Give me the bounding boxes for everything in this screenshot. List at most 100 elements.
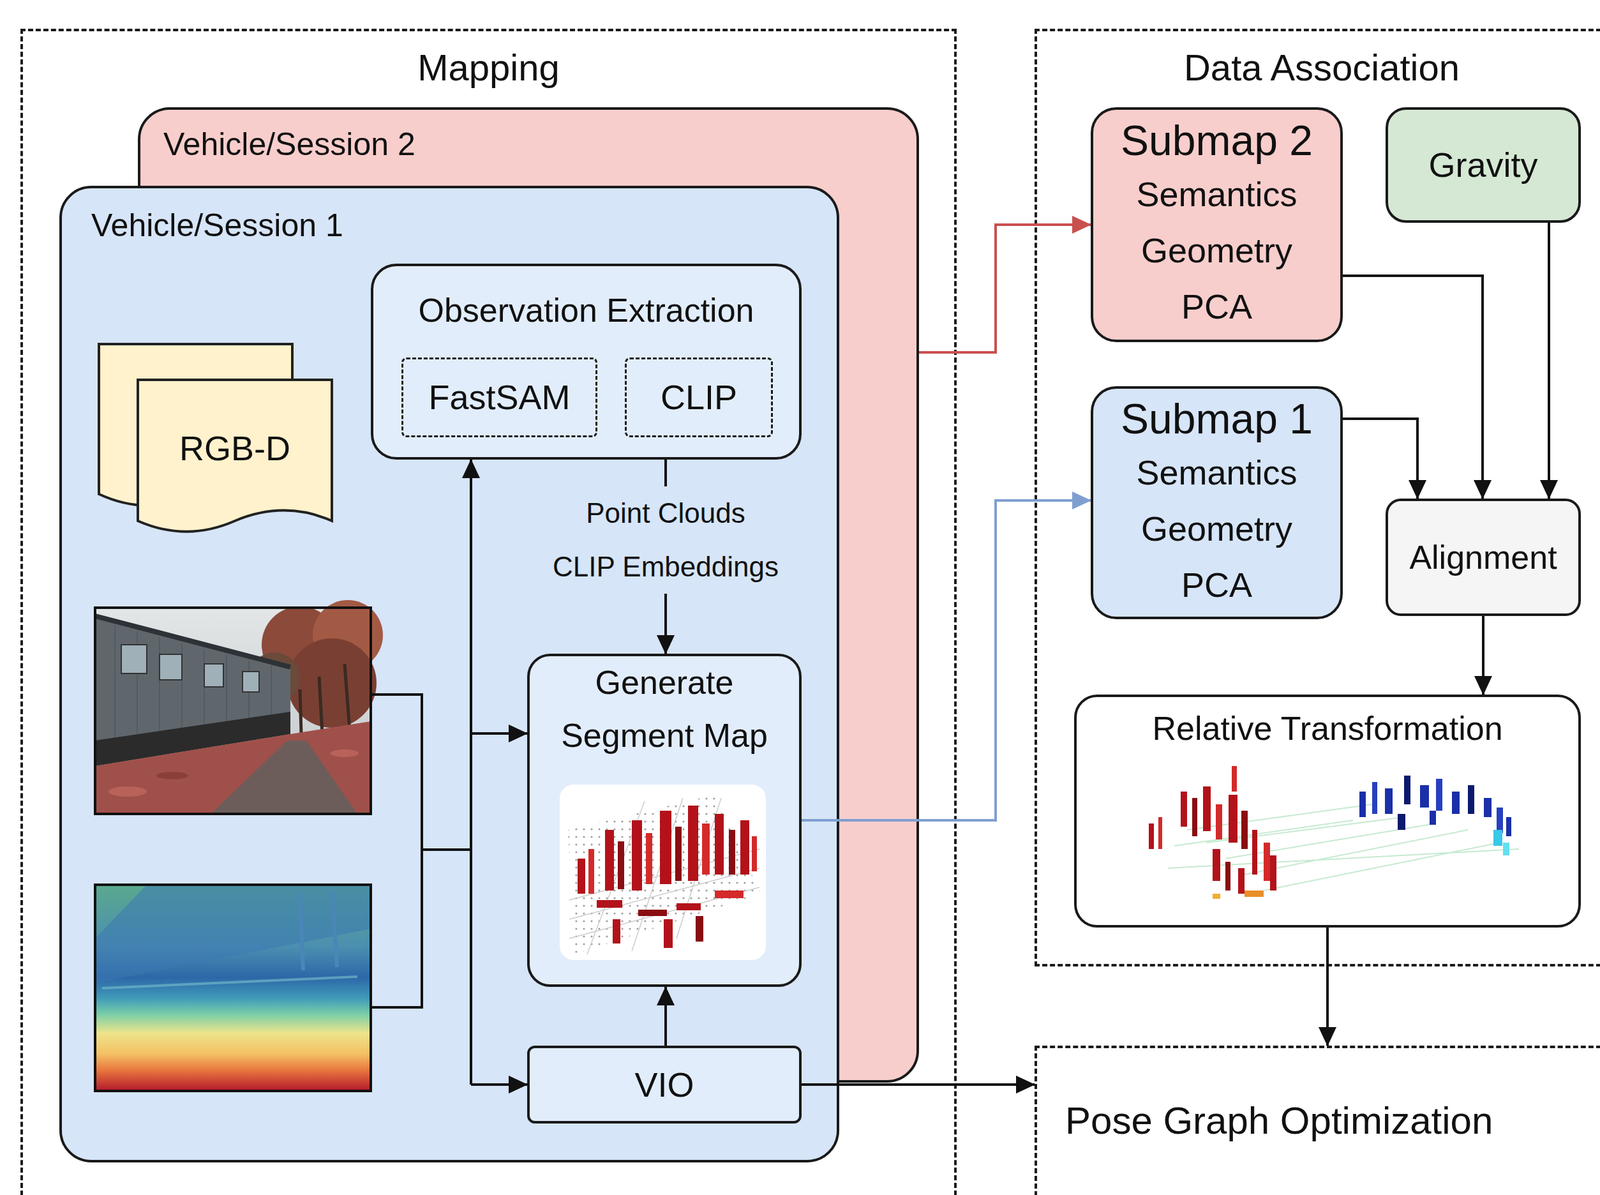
model-box: FastSAM <box>401 357 598 438</box>
node-heading: Data Association <box>1183 45 1460 90</box>
node-heading: Vehicle/Session 1 <box>91 206 344 245</box>
depth-rail <box>102 976 358 988</box>
tree-canopy <box>312 599 383 671</box>
red-segments <box>1148 765 1277 899</box>
process-box: Observation ExtractionFastSAM CLIP <box>370 263 802 460</box>
leaves <box>156 771 189 780</box>
sensor-wire <box>471 732 528 735</box>
depth-field <box>95 884 371 1091</box>
depth-tree <box>299 890 337 971</box>
grid-lines <box>569 797 760 955</box>
connector-arrow <box>1342 275 1483 499</box>
node-heading: VIO <box>634 1063 694 1106</box>
leaf-ground <box>95 721 371 814</box>
text-holder: Observation Extraction <box>373 266 800 457</box>
node-heading: RGB-D <box>179 427 291 470</box>
edge-label: Point Clouds CLIP Embeddings <box>544 486 787 594</box>
tree-canopy <box>261 606 339 683</box>
depth-image <box>95 884 371 1091</box>
node-heading: Pose Graph Optimization <box>1065 1097 1493 1144</box>
text-holder: RGB-D <box>97 342 334 537</box>
document-icon: RGB-D <box>97 342 334 537</box>
node-line: Semantics <box>1136 165 1297 223</box>
text-holder: Generate Segment Map <box>529 656 800 985</box>
depth-frame <box>95 884 371 1091</box>
roof-edge <box>95 615 291 667</box>
text-holder: Submap 2SemanticsGeometryPCA <box>1093 109 1341 340</box>
siding <box>114 625 272 760</box>
region-frame: Pose Graph Optimization <box>1034 1045 1600 1195</box>
input-box: Gravity <box>1385 107 1581 223</box>
connector-arrow <box>1342 418 1418 499</box>
text-holder: VIO <box>529 1047 800 1121</box>
node-heading: FastSAM <box>428 376 570 419</box>
node-heading: Generate Segment Map <box>549 656 780 763</box>
segment-map-picture <box>559 784 766 960</box>
node-line: PCA <box>1181 556 1253 613</box>
connector-arrow <box>801 1083 1035 1086</box>
sensor-wire <box>471 1083 528 1086</box>
sensor-wire <box>421 848 472 851</box>
region-frame: Data AssociationSubmap 2SemanticsGeometr… <box>1034 28 1600 967</box>
blue-segments <box>1359 775 1512 856</box>
node-line: Geometry <box>1141 222 1293 279</box>
front-page <box>137 379 332 532</box>
node-heading: Relative Transformation <box>1151 708 1503 748</box>
window <box>159 654 182 680</box>
node-heading: CLIP <box>660 376 738 419</box>
node-heading: Gravity <box>1428 144 1538 186</box>
leaves <box>330 749 359 757</box>
text-holder: Gravity <box>1388 109 1579 221</box>
submap-box: Submap 2SemanticsGeometryPCA <box>1090 107 1343 343</box>
submap-box: Submap 1SemanticsGeometryPCA <box>1090 386 1343 620</box>
alignment-picture <box>1148 765 1519 899</box>
text-holder: Relative Transformation <box>1076 696 1579 925</box>
leaves <box>108 786 147 797</box>
photo-frame <box>95 607 371 814</box>
camera-photo <box>95 599 383 814</box>
tree-trunk <box>299 663 350 734</box>
connector-arrow <box>1547 222 1551 499</box>
region-frame: MappingVehicle/Session 2 Vehicle/Session … <box>20 28 957 1195</box>
depth-overhang <box>95 884 371 983</box>
path <box>210 740 358 814</box>
session-panel: Vehicle/Session 1 RGB-D Observation Extrac… <box>59 185 840 1163</box>
segments <box>577 805 757 948</box>
node-heading: Submap 1 <box>1120 393 1313 445</box>
process-box: VIO <box>527 1045 802 1124</box>
node-line: Geometry <box>1141 500 1293 557</box>
tree-canopy <box>248 652 300 704</box>
text-holder: CLIP <box>626 359 771 436</box>
building-underside <box>95 711 291 766</box>
connector-arrow <box>1326 927 1329 1046</box>
picture-ground <box>559 784 766 960</box>
connector-arrow <box>1481 615 1485 695</box>
node-line: PCA <box>1181 278 1253 335</box>
process-box: Alignment <box>1385 498 1581 616</box>
model-box: CLIP <box>624 357 773 438</box>
sensor-wires <box>370 459 528 1085</box>
connector-arrow <box>664 986 667 1046</box>
text-holder: Submap 1SemanticsGeometryPCA <box>1093 388 1341 617</box>
node-heading: Mapping <box>417 45 560 90</box>
node-heading: Vehicle/Session 2 <box>163 125 416 164</box>
match-lines <box>1167 804 1519 891</box>
result-box: Relative Transformation <box>1074 694 1581 928</box>
window <box>121 644 147 674</box>
node-heading: Alignment <box>1409 537 1557 577</box>
window <box>242 671 260 692</box>
text-holder: Pose Graph Optimization <box>1037 1047 1600 1195</box>
edge-label-holder: Point Clouds CLIP Embeddings <box>544 486 787 594</box>
process-box: Generate Segment Map <box>527 653 802 987</box>
photo-sky <box>95 607 371 814</box>
window <box>204 663 224 687</box>
sensor-wire <box>469 459 473 1085</box>
node-heading: Submap 2 <box>1120 114 1313 166</box>
tree-canopy <box>287 638 377 728</box>
voxel-floor <box>568 794 761 955</box>
node-line: Semantics <box>1136 444 1297 501</box>
connector-arrow <box>801 500 1091 821</box>
